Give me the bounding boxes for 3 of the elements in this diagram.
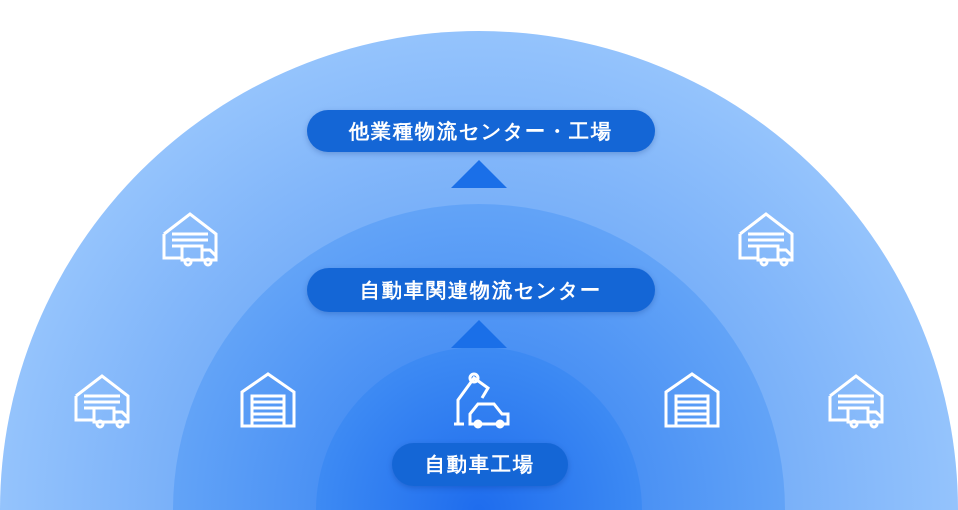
label-pill: 自動車工場 <box>392 443 568 486</box>
label-pill: 自動車関連物流センター <box>307 268 655 312</box>
label-pill: 他業種物流センター・工場 <box>307 110 655 152</box>
